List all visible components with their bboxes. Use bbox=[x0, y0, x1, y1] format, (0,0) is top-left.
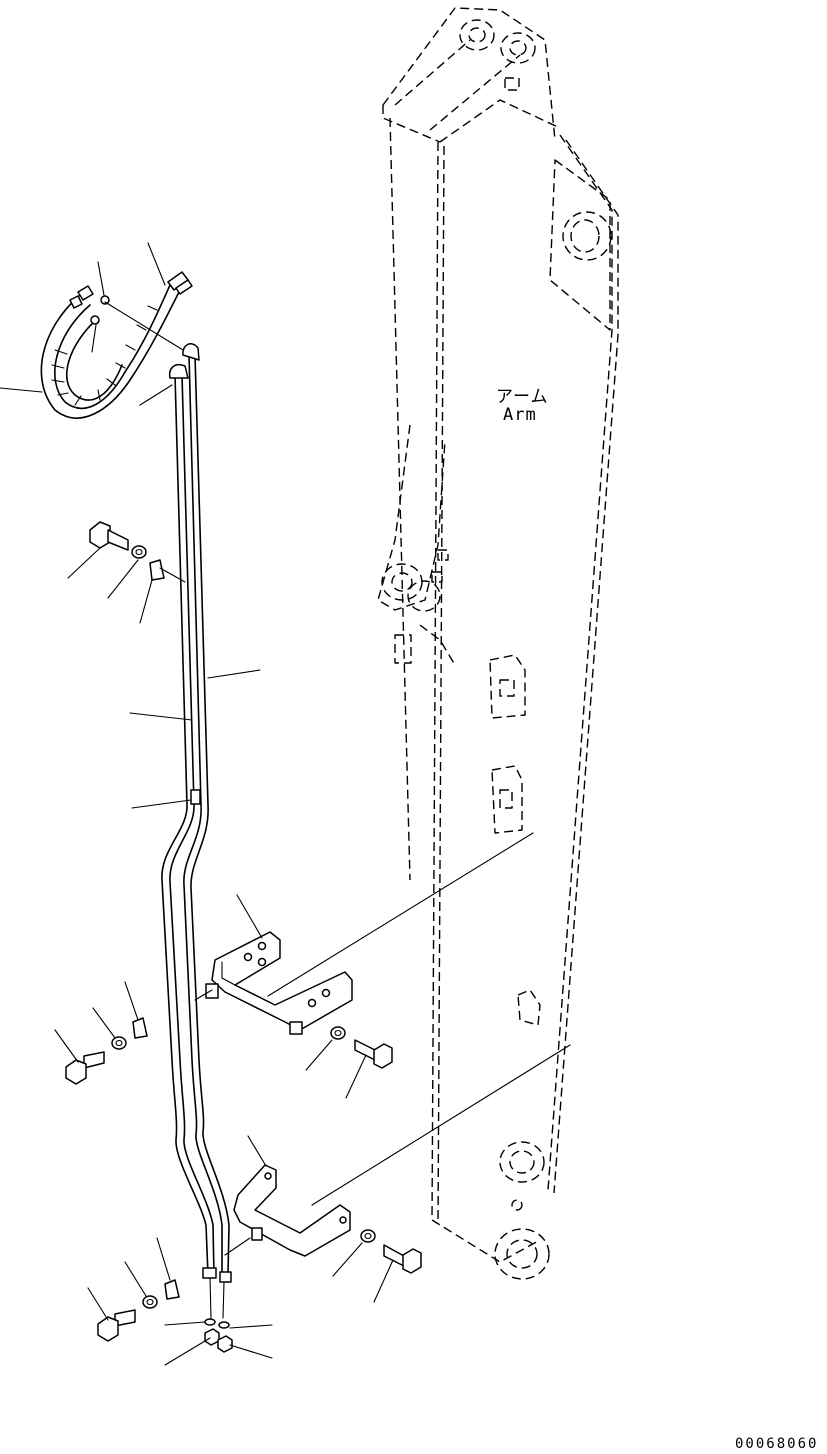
tube-lines bbox=[129, 343, 273, 1366]
upper-clamp-hardware bbox=[67, 521, 186, 624]
arm-outline bbox=[377, 7, 619, 1280]
middle-bracket bbox=[54, 832, 534, 1099]
arm-label-english: Arm bbox=[503, 405, 537, 425]
hose-assembly bbox=[0, 242, 193, 419]
lower-bracket bbox=[87, 1044, 571, 1342]
drawing-number: 00068060 bbox=[735, 1436, 819, 1452]
arm-label-japanese: アーム bbox=[496, 387, 549, 407]
